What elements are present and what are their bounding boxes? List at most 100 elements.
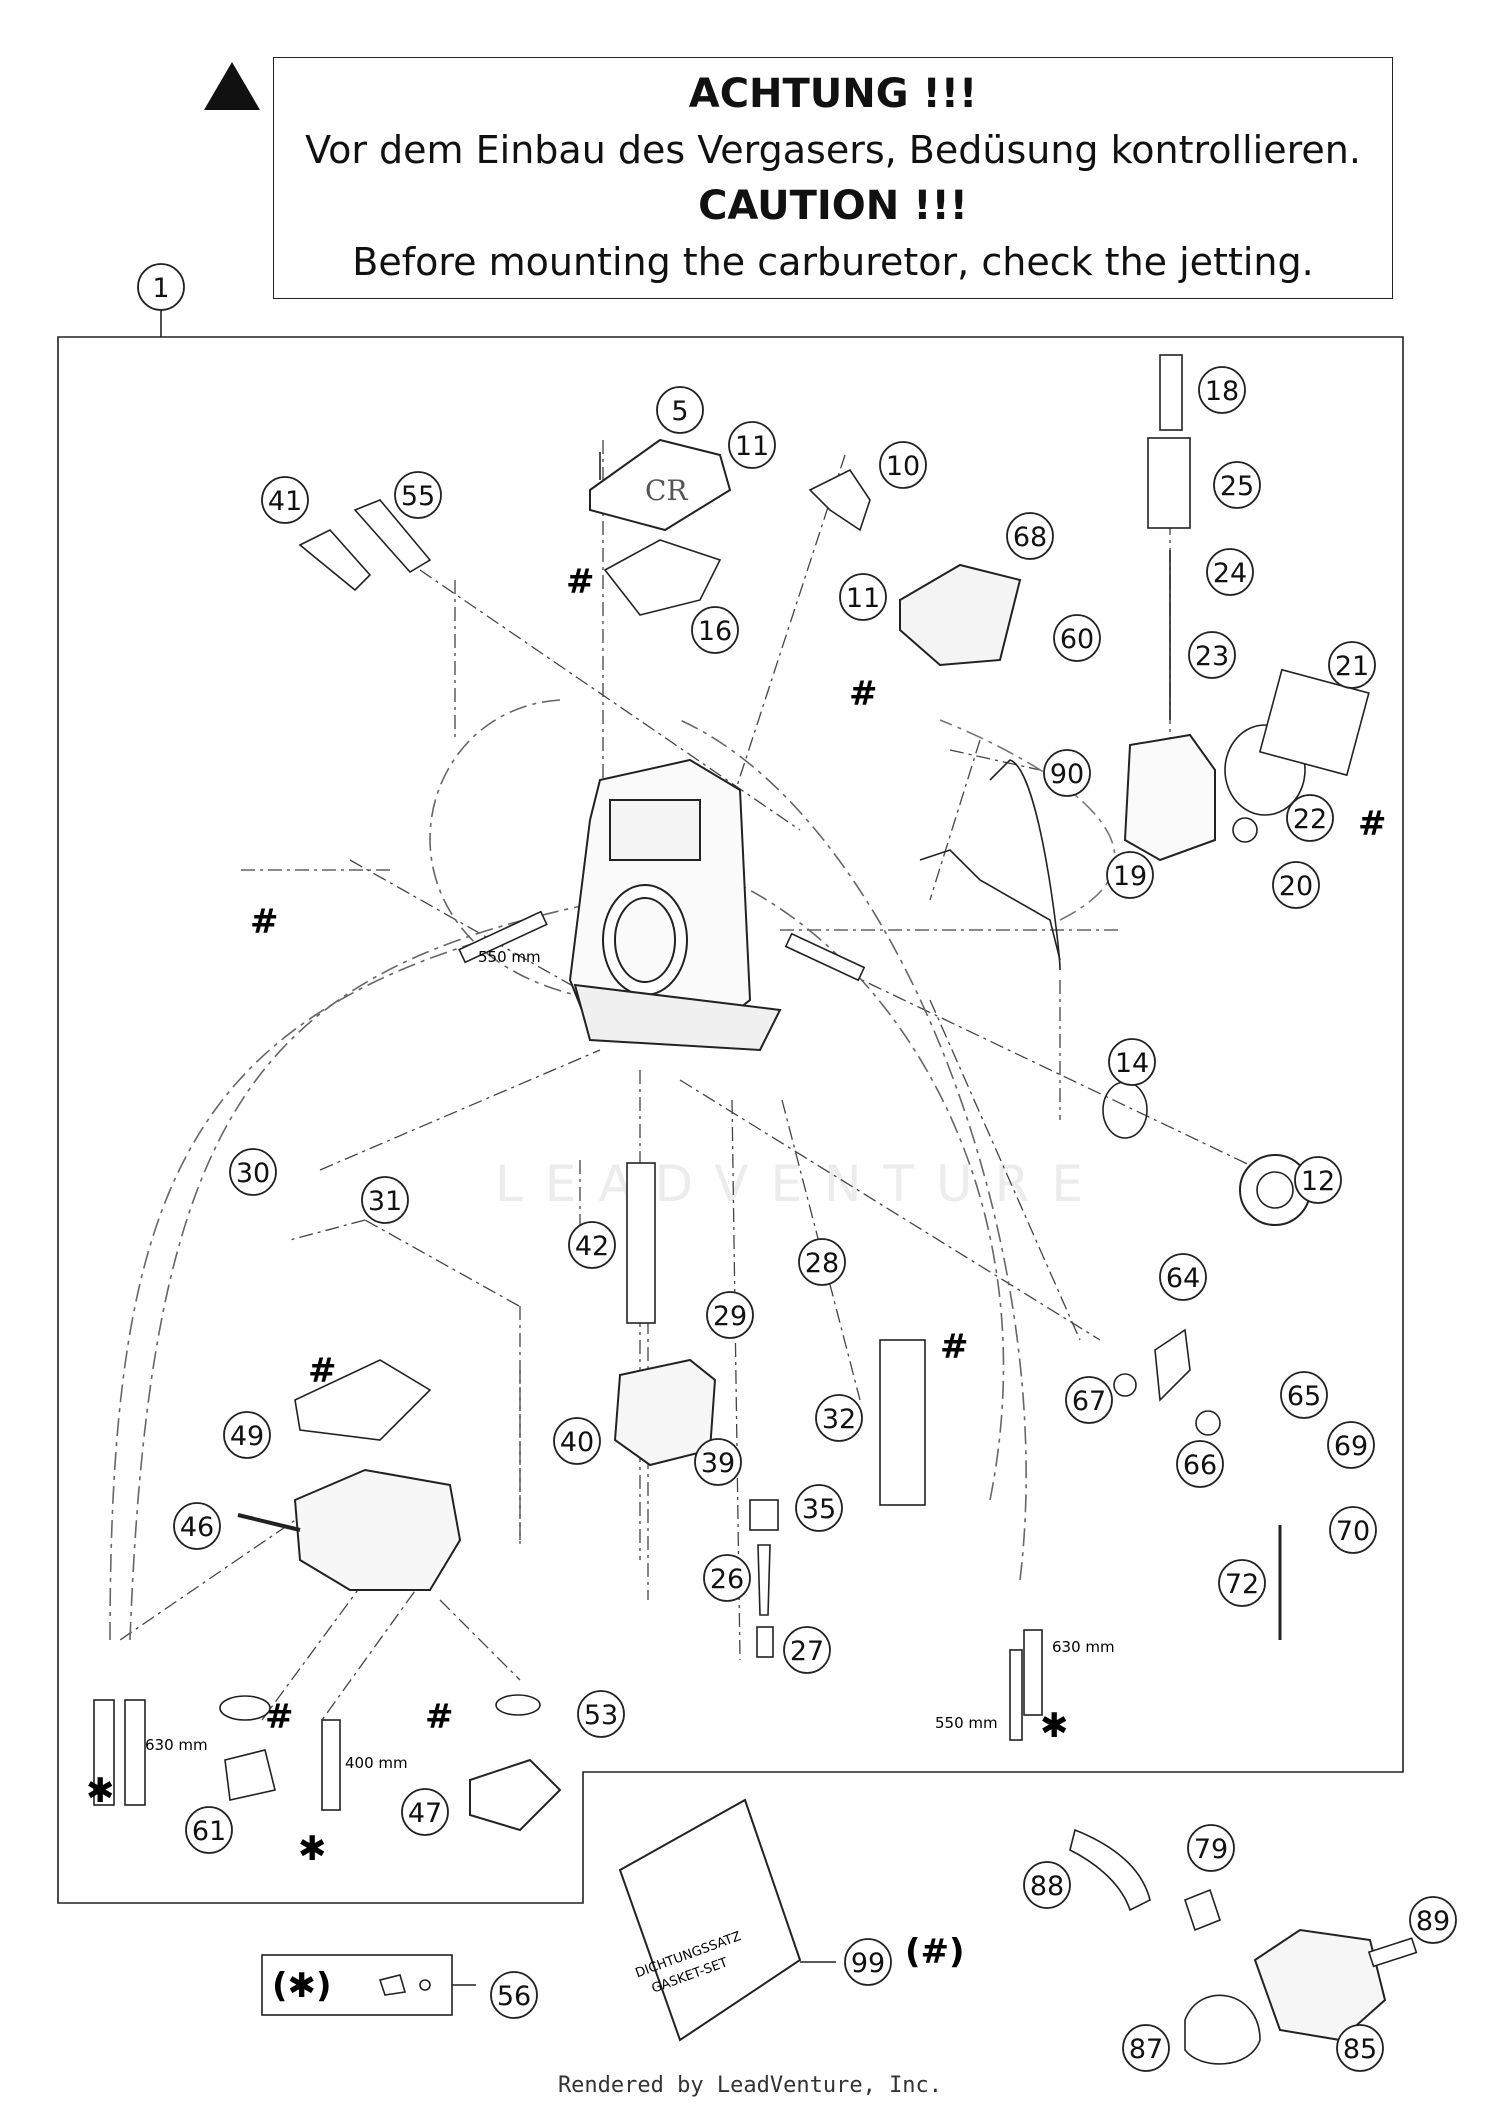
part-callout-22: 22 [1286,794,1334,842]
part-callout-67: 67 [1065,1376,1113,1424]
measure-400: 400 mm [345,1754,408,1772]
callout-label: 79 [1194,1834,1228,1865]
part-callout-19: 19 [1106,851,1154,899]
diaphragm-21 [1258,668,1370,777]
callout-label: 11 [846,583,880,614]
gasket-49 [294,1359,432,1441]
callout-label: 20 [1279,871,1313,902]
part-callout-89: 89 [1409,1896,1457,1944]
callout-label: 70 [1336,1516,1370,1547]
callout-circle [1006,512,1054,560]
warning-title-de: ACHTUNG !!! [688,71,978,117]
gasket-set-bag [618,1798,802,2042]
callout-label: 25 [1220,471,1254,502]
lever-67 [1113,1373,1137,1397]
hash-symbol: # [940,1327,969,1367]
callout-label: 1 [152,273,169,304]
spring-66 [1195,1410,1221,1436]
o-ring-bowl [219,1695,271,1721]
callout-label: 18 [1205,376,1239,407]
float-bowl-49 [293,1468,462,1591]
hash-symbol: # [308,1351,337,1391]
part-callout-69: 69 [1327,1421,1375,1469]
intake-85 [1253,1928,1387,2042]
part-callout-42: 42 [568,1221,616,1269]
part-callout-99: 99 [844,1938,892,1986]
watermark: LEADVENTURE [495,1155,1105,1213]
callout-circle [394,471,442,519]
callout-label: 16 [698,616,732,647]
callout-label: 31 [368,1186,402,1217]
diaphragm-53 [495,1694,541,1716]
part-callout-25: 25 [1213,461,1261,509]
callout-label: 35 [802,1494,836,1525]
hash-symbol: # [250,902,279,942]
part-callout-66: 66 [1176,1440,1224,1488]
star-symbol: ✱ [298,1829,327,1869]
callout-label: 99 [851,1948,885,1979]
hose-left-630 [93,1699,115,1806]
callout-circle [1328,641,1376,689]
callout-circle [879,441,927,489]
callout-label: 39 [701,1448,735,1479]
part-callout-40: 40 [553,1417,601,1465]
callout-label: 29 [713,1301,747,1332]
callout-label: 56 [497,1981,531,2012]
callout-label: 61 [192,1816,226,1847]
part-callout-65: 65 [1280,1371,1328,1419]
o-ring-22 [1224,724,1306,816]
callout-label: 28 [805,1248,839,1279]
part-callout-90: 90 [1043,749,1091,797]
measure-630-left: 630 mm [145,1736,208,1754]
hose-90 [989,759,1061,971]
screw-41 [298,529,372,592]
callout-circle [1187,1824,1235,1872]
part-callout-49: 49 [223,1411,271,1459]
callout-label: 40 [560,1427,594,1458]
gasket-87 [1184,1994,1261,2065]
hash-symbol: # [265,1697,294,1737]
part-callout-18: 18 [1198,366,1246,414]
hash-symbol: # [425,1697,454,1737]
hose-88 [1069,1828,1151,1912]
kit-25 [1147,437,1191,529]
part-callout-39: 39 [694,1438,742,1486]
hose-right-center [784,932,866,982]
part-callout-61: 61 [185,1806,233,1854]
callout-circle [1286,794,1334,842]
callout-label: 87 [1129,2034,1163,2065]
callout-circle [223,1411,271,1459]
part-callout-35: 35 [795,1484,843,1532]
part-callout-16: 16 [691,606,739,654]
callout-label: 49 [230,1421,264,1452]
callout-label: 5 [671,396,688,427]
hash-symbol: # [1358,804,1387,844]
callout-circle [815,1394,863,1442]
linkage-65 [1154,1328,1191,1402]
callout-label: 65 [1287,1381,1321,1412]
callout-label: 89 [1416,1906,1450,1937]
callout-circle [361,1176,409,1224]
callout-circle [691,606,739,654]
callout-circle [137,263,185,311]
callout-label: 30 [236,1158,270,1189]
warning-text-en: Before mounting the carburetor, check th… [352,240,1314,284]
part-callout-11: 11 [839,573,887,621]
callout-label: 60 [1060,624,1094,655]
callout-label: 68 [1013,522,1047,553]
callout-label: 41 [268,486,302,517]
star-symbol: ✱ [86,1771,115,1811]
emulsion-42 [626,1162,656,1324]
callout-label: 46 [180,1512,214,1543]
hose-right-550 [1009,1649,1023,1741]
throttle-cover [899,563,1022,667]
callout-circle [706,1291,754,1339]
callout-circle [568,1221,616,1269]
callout-circle [185,1806,233,1854]
callout-circle [1198,366,1246,414]
callout-circle [577,1690,625,1738]
measure-550-center: 550 mm [478,948,541,966]
callout-label: 24 [1213,558,1247,589]
pump-lever-90 [919,849,1061,961]
callout-circle [1122,2024,1170,2072]
